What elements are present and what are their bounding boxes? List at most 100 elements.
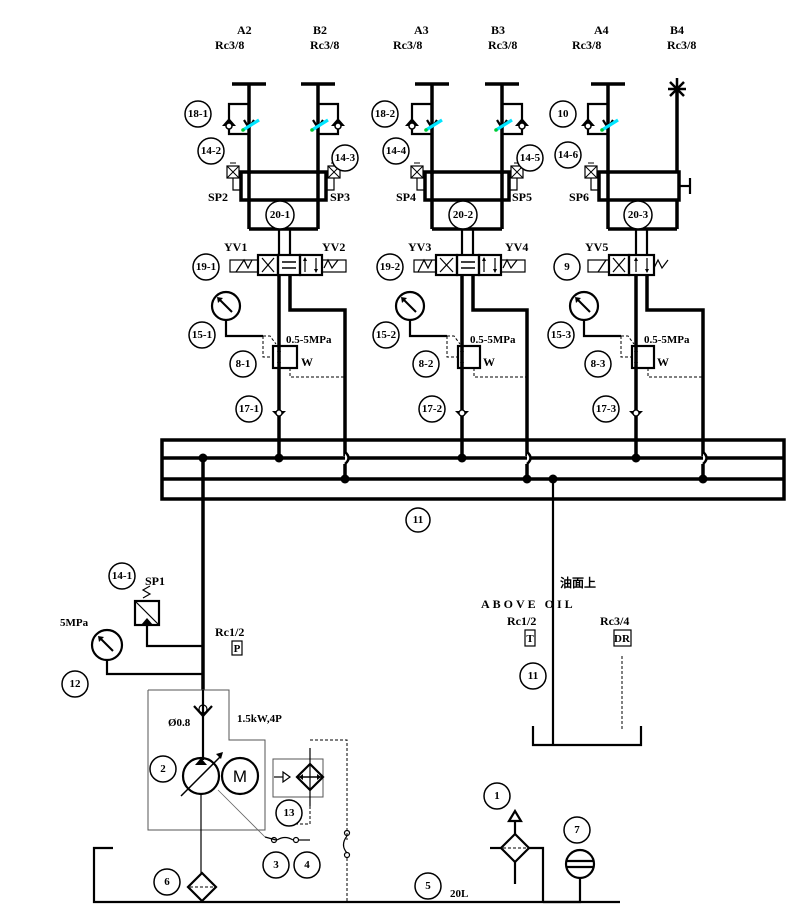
port-a3-thread: Rc3/8 bbox=[393, 38, 422, 52]
manifold-block-11 bbox=[160, 438, 786, 501]
check-throttle-valve-a3 bbox=[403, 82, 451, 176]
plug-star-icon bbox=[668, 78, 686, 100]
label-yv3: YV3 bbox=[408, 240, 431, 254]
return-port-thread: Rc1/2 bbox=[507, 614, 536, 628]
supply-port-box bbox=[231, 640, 243, 656]
float-switch bbox=[342, 829, 351, 901]
check-throttle-valve-a2 bbox=[220, 82, 268, 176]
label-yv2: YV2 bbox=[322, 240, 345, 254]
port-b4-thread: Rc3/8 bbox=[667, 38, 696, 52]
tag-6: 6 bbox=[164, 876, 170, 888]
port-a4-name: A4 bbox=[594, 23, 609, 37]
label-sp6: SP6 bbox=[569, 190, 589, 204]
circuit-3: W 0.5-5MPa bbox=[568, 78, 705, 456]
tag-15-2: 15-2 bbox=[376, 329, 397, 341]
drain-port-thread: Rc3/4 bbox=[600, 614, 629, 628]
directional-valve-19-2 bbox=[413, 253, 526, 277]
power-unit: Ø0.8 1.5kW,4P M bbox=[147, 689, 351, 901]
circuit-1: W 0.5-5MPa bbox=[210, 82, 347, 456]
pressure-switch-sp2 bbox=[226, 162, 240, 179]
tag-8-3: 8-3 bbox=[591, 358, 606, 370]
tag-20-2: 20-2 bbox=[453, 209, 474, 221]
port-b3-thread: Rc3/8 bbox=[488, 38, 517, 52]
tag-17-2: 17-2 bbox=[422, 403, 443, 415]
electric-motor: M bbox=[220, 756, 260, 796]
tag-2: 2 bbox=[160, 763, 166, 775]
tag-8-1: 8-1 bbox=[236, 358, 251, 370]
cylinder-20-2 bbox=[423, 170, 511, 202]
port-b2-name: B2 bbox=[313, 23, 327, 37]
reducing-valve-8-3-range: 0.5-5MPa bbox=[644, 334, 690, 346]
pressure-gauge-15-1 bbox=[210, 290, 263, 338]
above-oil-en: ABOVE OIL bbox=[481, 597, 576, 611]
thermo-switches bbox=[264, 836, 310, 844]
pressure-gauge-15-2 bbox=[394, 290, 447, 338]
port-a4-thread: Rc3/8 bbox=[572, 38, 601, 52]
tag-18-2: 18-2 bbox=[375, 108, 396, 120]
drain-port-label: DR bbox=[614, 633, 631, 645]
label-yv5: YV5 bbox=[585, 240, 608, 254]
port-labels: A2 Rc3/8 B2 Rc3/8 A3 Rc3/8 B3 Rc3/8 A4 R… bbox=[215, 23, 696, 52]
label-sp4: SP4 bbox=[396, 190, 416, 204]
cylinder-20-3 bbox=[597, 170, 681, 202]
tag-3: 3 bbox=[273, 859, 279, 871]
return-port-box bbox=[524, 629, 536, 647]
supply-switch-name: SP1 bbox=[145, 574, 165, 588]
tag-4: 4 bbox=[304, 859, 310, 871]
label-yv1: YV1 bbox=[224, 240, 247, 254]
tag-20-3: 20-3 bbox=[628, 209, 649, 221]
air-breather-1 bbox=[490, 808, 545, 902]
tag-14-1: 14-1 bbox=[112, 570, 132, 582]
reducing-valve-8-2-range: 0.5-5MPa bbox=[470, 334, 516, 346]
port-b3-name: B3 bbox=[491, 23, 505, 37]
tag-15-1: 15-1 bbox=[192, 329, 212, 341]
tag-17-3: 17-3 bbox=[596, 403, 617, 415]
supply-section: 5MPa SP1 Rc1/2 P bbox=[60, 574, 244, 676]
tag-18-1: 18-1 bbox=[188, 108, 208, 120]
level-gauge-7 bbox=[543, 848, 596, 904]
label-sp2: SP2 bbox=[208, 190, 228, 204]
return-tank-outline bbox=[531, 726, 643, 747]
check-throttle-valve-a4 bbox=[579, 82, 627, 176]
oil-tank-5: 20L bbox=[92, 808, 620, 904]
label-yv4: YV4 bbox=[505, 240, 528, 254]
tag-10: 10 bbox=[558, 108, 570, 120]
tank-volume: 20L bbox=[450, 888, 468, 900]
pressure-gauge-12 bbox=[90, 628, 124, 662]
tag-11-return: 11 bbox=[528, 670, 538, 682]
orifice-size: Ø0.8 bbox=[168, 717, 191, 729]
suction-filter-6 bbox=[186, 855, 218, 903]
tag-14-2: 14-2 bbox=[201, 145, 222, 157]
variable-pump bbox=[180, 752, 223, 797]
port-a3-name: A3 bbox=[414, 23, 429, 37]
tag-19-2: 19-2 bbox=[380, 261, 401, 273]
pressure-switch-sp1 bbox=[133, 585, 161, 627]
above-oil-cn: 油面上 bbox=[560, 575, 596, 590]
label-sp5: SP5 bbox=[512, 190, 532, 204]
port-b2-thread: Rc3/8 bbox=[310, 38, 339, 52]
return-port-label: T bbox=[526, 633, 534, 645]
supply-port-thread: Rc1/2 bbox=[215, 625, 244, 639]
reducing-valve-8-1 bbox=[271, 344, 299, 370]
tag-labels: 18-1 18-2 10 14-2 14-3 14-4 14-5 14-6 SP… bbox=[70, 108, 649, 892]
port-b4-name: B4 bbox=[670, 23, 684, 37]
tag-7: 7 bbox=[574, 824, 580, 836]
label-sp3: SP3 bbox=[330, 190, 350, 204]
tag-12: 12 bbox=[70, 678, 82, 690]
tag-13: 13 bbox=[284, 807, 296, 819]
port-a2-name: A2 bbox=[237, 23, 252, 37]
drain-port-box bbox=[613, 629, 632, 647]
tag-5: 5 bbox=[425, 880, 431, 892]
tag-14-5: 14-5 bbox=[520, 152, 541, 164]
port-a2-thread: Rc3/8 bbox=[215, 38, 244, 52]
motor-symbol: M bbox=[233, 767, 247, 786]
return-section: 油面上 ABOVE OIL Rc1/2 T Rc3/4 DR bbox=[481, 575, 643, 747]
pressure-switch-sp4 bbox=[410, 162, 424, 179]
tag-9: 9 bbox=[564, 261, 570, 273]
directional-valve-9 bbox=[587, 253, 669, 277]
circled-tags bbox=[61, 100, 653, 900]
pressure-gauge-15-3 bbox=[568, 290, 621, 338]
circuit-2: W 0.5-5MPa bbox=[394, 82, 531, 456]
pressure-switch-sp6 bbox=[584, 162, 598, 179]
